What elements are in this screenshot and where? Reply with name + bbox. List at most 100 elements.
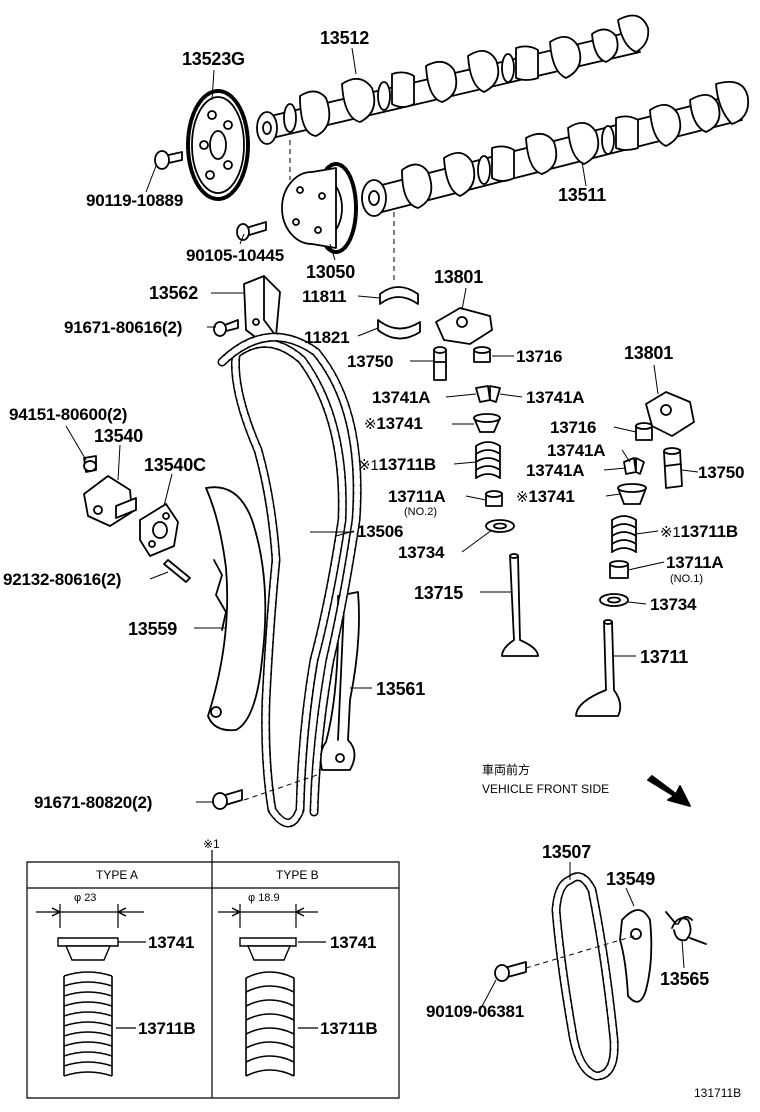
note-no1: (NO.1): [670, 573, 703, 585]
label-13801-b: 13801: [624, 343, 674, 363]
label-13711b-b: ※113711B: [660, 523, 738, 540]
lash-adjuster-13750-b: [664, 448, 682, 488]
tensioner-arm-13549: [620, 910, 651, 1002]
valve-spring-13711b-a: [476, 442, 500, 478]
chain-guide-13561: [321, 592, 359, 770]
label-13741-c: 13741: [148, 933, 195, 952]
vvt-gear-13050: [282, 164, 356, 252]
note-mark-1: ※1: [358, 457, 379, 474]
type-table-springs: [64, 972, 294, 1076]
label-92132-80616: 92132-80616(2): [3, 570, 122, 589]
label-13711: 13711: [640, 647, 689, 667]
valve-seal-13711a-no2: [486, 491, 502, 506]
note-mark-1-b: ※1: [660, 524, 681, 541]
label-13506: 13506: [357, 522, 404, 541]
type-table: [27, 850, 399, 1098]
spring-retainer-13741-b: [618, 484, 646, 504]
bolt-90105-10445: [237, 222, 266, 240]
valve-cap-13716-a: [474, 347, 490, 362]
label-91671-80616: 91671-80616(2): [64, 318, 183, 337]
tension-spring-13565: [666, 912, 706, 944]
label-13711b-c: 13711B: [138, 1019, 196, 1038]
label-13540c: 13540C: [144, 455, 206, 475]
label-13507: 13507: [542, 842, 592, 862]
bracket-13562: [244, 276, 280, 342]
label-13549: 13549: [606, 869, 656, 889]
label-13750-b: 13750: [698, 463, 745, 482]
valve-keepers-13741a-b: [624, 458, 644, 474]
bolt-94151-80600: [84, 456, 96, 472]
rocker-arm-13801-b: [646, 392, 694, 436]
figure-id: 131711B: [694, 1086, 742, 1100]
label-13741-a-text: 13741: [376, 414, 423, 433]
label-13741-b-text: 13741: [528, 487, 575, 506]
label-13741-b: ※13741: [516, 488, 575, 505]
label-90109-06381: 90109-06381: [426, 1002, 525, 1021]
note-mark-b: ※: [516, 489, 529, 506]
label-13562: 13562: [149, 283, 199, 303]
bolt-90119-10889: [155, 151, 182, 169]
label-13711b-a: ※113711B: [358, 456, 436, 473]
label-90105-10445: 90105-10445: [186, 246, 285, 265]
valve-seal-13711a-no1: [610, 561, 628, 578]
bolt-91671-80616: [214, 320, 238, 336]
label-13716-b: 13716: [550, 418, 597, 437]
valve-13715: [502, 554, 538, 656]
label-13741-a: ※13741: [364, 415, 423, 432]
label-13734-b: 13734: [650, 595, 697, 614]
vehicle-front-arrow: [648, 776, 690, 806]
valve-keepers-13741a-a: [476, 386, 500, 402]
lash-adjuster-13750-a: [434, 347, 446, 380]
alignment-lines: [244, 140, 634, 968]
sprocket-13523g: [188, 91, 248, 199]
label-13734-a: 13734: [398, 543, 445, 562]
type-a-header: TYPE A: [96, 868, 139, 882]
chain-guide-13559: [206, 487, 265, 730]
camshaft-13511: [362, 82, 748, 216]
label-13565: 13565: [660, 969, 710, 989]
timing-chain-13506: [222, 337, 357, 823]
washer-13734-a: [486, 520, 514, 532]
label-90119-10889: 90119-10889: [86, 191, 184, 210]
label-13750-a: 13750: [347, 352, 394, 371]
label-13801-a: 13801: [434, 267, 484, 287]
type-table-parts: [58, 938, 296, 960]
diameter-type-b: φ 18.9: [248, 892, 280, 904]
bearing-11811: [380, 287, 418, 304]
label-13741-d: 13741: [330, 933, 377, 952]
label-13559: 13559: [128, 619, 178, 639]
label-13716-a: 13716: [516, 347, 563, 366]
note-no2: (NO.2): [404, 506, 437, 518]
valve-cap-13716-b: [636, 423, 652, 440]
label-13741a-b: 13741A: [526, 388, 585, 407]
bolt-91671-80820: [213, 790, 242, 809]
label-13050: 13050: [306, 262, 356, 282]
label-13540: 13540: [94, 426, 144, 446]
washer-13734-b: [600, 594, 628, 606]
label-91671-80820: 91671-80820(2): [34, 793, 153, 812]
label-13711b-d: 13711B: [320, 1019, 378, 1038]
label-13741a-c: 13741A: [547, 441, 606, 460]
label-13523g: 13523G: [182, 49, 245, 69]
note-mark: ※: [364, 416, 377, 433]
chain-tensioner-13540: [84, 476, 136, 526]
bolt-90109-06381: [495, 962, 526, 981]
spring-retainer-13741-a: [474, 414, 500, 432]
rocker-arm-13801-a: [436, 308, 492, 344]
oil-pump-chain-13507: [556, 877, 614, 1076]
label-13511: 13511: [558, 185, 607, 205]
type-b-header: TYPE B: [276, 868, 319, 882]
label-13711a-a: 13711A: [388, 487, 446, 506]
label-13715: 13715: [414, 583, 464, 603]
note-mark-1-table: ※1: [203, 837, 220, 851]
bearing-11821: [378, 320, 420, 339]
label-13512: 13512: [320, 28, 370, 48]
label-13711b-a-text: 13711B: [378, 455, 437, 474]
leader-lines: [66, 48, 698, 1010]
label-13711b-b-text: 13711B: [680, 522, 739, 541]
camshaft-13512: [257, 16, 648, 145]
label-13561: 13561: [376, 679, 426, 699]
label-13711a-b: 13711A: [666, 553, 724, 572]
label-94151-80600: 94151-80600(2): [9, 405, 128, 424]
